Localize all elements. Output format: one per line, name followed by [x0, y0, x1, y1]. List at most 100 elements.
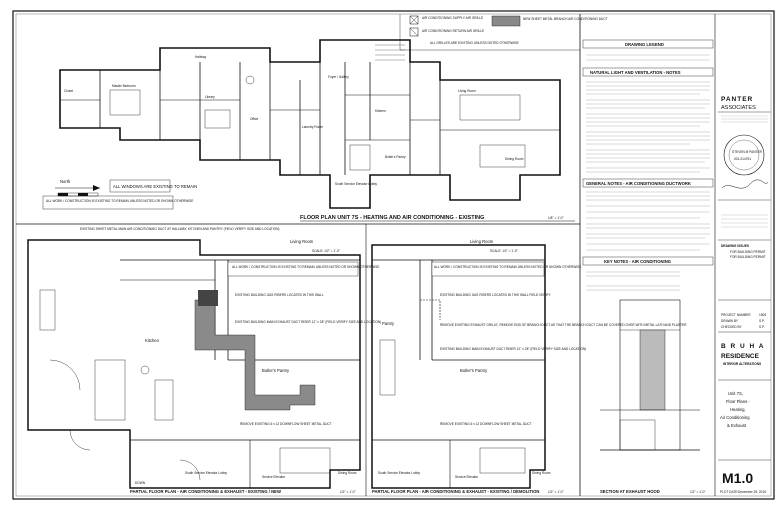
plot-date-label: PLOT DATE:: [720, 490, 738, 494]
plan-mid-notes: EXISTING BUILDING GAS RISERS LOCATED IN …: [440, 293, 687, 426]
room-dining-mid: Dining Room: [532, 471, 551, 475]
north-arrow-icon: North: [55, 179, 100, 191]
seal-name: STEVEN M PANTER: [732, 150, 763, 154]
checked-by-label: CHECKED BY: [721, 325, 743, 329]
legend-all-grilles: ALL GRILLES ARE EXISTING UNLESS NOTED OT…: [430, 41, 519, 45]
drawing-issues-heading: DRAWING ISSUES: [721, 244, 749, 248]
room-office: Office: [250, 117, 258, 121]
sheet-desc-2: Floor Plans -: [726, 399, 750, 404]
room-living: Living Room: [458, 89, 476, 93]
natural-light-heading: NATURAL LIGHT AND VENTILATION - NOTES: [590, 70, 681, 75]
room-butler: Butler's Pantry: [385, 155, 406, 159]
issue-2: FOR BUILDING PERMIT: [730, 255, 766, 259]
seal-number: 001-014761: [734, 157, 751, 161]
work-note-mid: ALL WORK / CONSTRUCTION IS EXISTING TO R…: [434, 265, 581, 269]
living-mid: Living Room: [470, 239, 494, 244]
svg-text:EXISTING BUILDING MAIN EXHAUST: EXISTING BUILDING MAIN EXHAUST DUCT RISE…: [440, 347, 586, 351]
room-dining: Dining Room: [505, 157, 524, 161]
duct-riser-block: [198, 290, 218, 306]
signature: [721, 179, 769, 189]
section-hood-scale: 1/2" = 1'-0": [690, 490, 706, 494]
drawn-by-label: DRAWN BY: [721, 319, 739, 323]
svg-text:ALL WORK / CONSTRUCTION IS EXI: ALL WORK / CONSTRUCTION IS EXISTING TO R…: [46, 199, 193, 203]
notes-boxes-top: ALL WINDOWS ARE EXISTING TO REMAIN ALL W…: [42, 179, 197, 210]
plan-top-title: FLOOR PLAN UNIT 7S - HEATING AND AIR CON…: [300, 215, 484, 221]
project-subtitle: INTERIOR ALTERATIONS: [723, 362, 761, 366]
legend-new-duct: NEW SHEET METAL BRANCH AIR CONDITIONING …: [523, 17, 608, 21]
svg-text:EXISTING SHEET METAL MAIN AIR: EXISTING SHEET METAL MAIN AIR CONDITIONI…: [80, 227, 279, 231]
legend-return-grille: AIR CONDITIONING RETURN AIR GRILLE: [422, 29, 484, 33]
floor-plan-top: [59, 39, 561, 209]
svg-text:REMOVE EXISTING 6 x 12 DOWNFLO: REMOVE EXISTING 6 x 12 DOWNFLOW SHEET ME…: [240, 422, 332, 426]
sheet-border: [12, 10, 775, 500]
room-butler-mid: Butler's Pantry: [460, 368, 488, 373]
plan-left-scale: 1/2" = 1'-0": [340, 490, 356, 494]
project-number-label: PROJECT NUMBER: [721, 313, 751, 317]
project-name-line1: B R U H A: [721, 343, 765, 350]
svg-text:REMOVE EXISTING 6 x 12 DOWNFLO: REMOVE EXISTING 6 x 12 DOWNFLOW SHEET ME…: [440, 422, 532, 426]
living-left: Living Room: [290, 239, 314, 244]
room-elevator-lobby: South Service Elevator Lobby: [335, 182, 377, 186]
svg-text:ALL WINDOWS ARE EXISTING TO RE: ALL WINDOWS ARE EXISTING TO REMAIN: [113, 184, 197, 189]
key-notes-heading: KEY NOTES - AIR CONDITIONING: [604, 259, 671, 264]
room-closet: Closet: [64, 89, 73, 93]
notes-panel: DRAWING LEGEND NATURAL LIGHT AND VENTILA…: [582, 39, 714, 494]
firm-name-line2: ASSOCIATES: [721, 105, 756, 111]
room-pantry-mid: Pantry: [382, 321, 395, 326]
sheet-desc-3: Heating,: [730, 407, 746, 412]
plan-left-notes: EXISTING SHEET METAL MAIN AIR CONDITIONI…: [80, 227, 381, 426]
top-legend: AIR CONDITIONING SUPPLY AIR GRILLE AIR C…: [399, 14, 608, 51]
plan-mid: [371, 244, 546, 489]
scale-bar-top: [57, 192, 99, 197]
firm-name-line1: PANTER: [721, 96, 753, 103]
room-hallway: Hallway: [195, 55, 207, 59]
new-duct-run: [194, 299, 316, 411]
room-laundry: Laundry Room: [302, 125, 323, 129]
general-notes-heading: GENERAL NOTES - AIR CONDITIONING DUCTWOR…: [586, 181, 691, 186]
room-dining-left: Dining Room: [338, 471, 357, 475]
room-library: Library: [205, 95, 215, 99]
sheet-desc-5: & Exhaust: [727, 423, 747, 428]
svg-text:EXISTING BUILDING MAIN EXHAUST: EXISTING BUILDING MAIN EXHAUST DUCT RISE…: [235, 320, 381, 324]
room-kitchen-left: Kitchen: [145, 338, 160, 343]
project-number: 1506: [759, 313, 766, 317]
sheet-desc-1: Unit 7S,: [728, 391, 743, 396]
checked-by: S.P.: [759, 325, 765, 329]
architect-seal-icon: [723, 134, 765, 176]
room-service-elevator-mid: Service Elevator: [455, 475, 479, 479]
plan-top-scale: 1/8" = 1'-0": [548, 216, 564, 220]
plan-mid-labels: Living Room SCALE: 1/2" = 1'-0" Pantry B…: [378, 239, 551, 479]
room-foyer: Foyer / Gallery: [328, 75, 349, 79]
drawing-legend-heading: DRAWING LEGEND: [625, 42, 664, 47]
svg-text:REMOVE EXISTING EXHAUST GRILLE: REMOVE EXISTING EXHAUST GRILLE, REMOVE E…: [440, 323, 687, 327]
room-south-lobby-mid: South Service Elevator Lobby: [378, 471, 420, 475]
floor-plan-top-labels: Closet Master Bedroom Hallway Library Of…: [64, 55, 524, 186]
down-label-left: DOWN: [135, 481, 146, 485]
scale-mid: SCALE: 1/2" = 1'-0": [490, 249, 518, 253]
svg-text:North: North: [60, 179, 71, 184]
scale-left: SCALE: 1/2" = 1'-0": [312, 249, 340, 253]
svg-text:EXISTING BUILDING GAS RISERS L: EXISTING BUILDING GAS RISERS LOCATED IN …: [235, 293, 324, 297]
svg-text:EXISTING BUILDING GAS RISERS L: EXISTING BUILDING GAS RISERS LOCATED IN …: [440, 293, 552, 297]
project-name-line2: RESIDENCE: [721, 353, 760, 360]
issue-1: FOR BUILDING PERMIT: [730, 250, 766, 254]
room-master: Master Bedroom: [112, 84, 136, 88]
room-service-elevator-left: Service Elevator: [262, 475, 286, 479]
room-butler-left: Butler's Pantry: [262, 368, 290, 373]
plan-mid-scale: 1/2" = 1'-0": [548, 490, 564, 494]
plan-left-title: PARTIAL FLOOR PLAN - AIR CONDITIONING & …: [130, 489, 281, 494]
sheet-number: M1.0: [722, 470, 753, 486]
drawn-by: S.P.: [759, 319, 765, 323]
room-south-lobby-left: South Service Elevator Lobby: [185, 471, 227, 475]
title-block: PANTER ASSOCIATES STEVEN M PANTER 001-01…: [718, 96, 771, 494]
room-kitchen: Kitchen: [375, 109, 386, 113]
work-note-left: ALL WORK / CONSTRUCTION IS EXISTING TO R…: [232, 265, 379, 269]
plan-left: [27, 239, 361, 489]
section-hood-title: SECTION AT EXHAUST HOOD: [600, 489, 660, 494]
plot-date: December 29, 2015: [738, 490, 766, 494]
plan-mid-title: PARTIAL FLOOR PLAN - AIR CONDITIONING & …: [372, 489, 539, 494]
legend-supply-grille: AIR CONDITIONING SUPPLY AIR GRILLE: [422, 16, 483, 20]
sheet-desc-4: Air Conditioning: [720, 415, 750, 420]
